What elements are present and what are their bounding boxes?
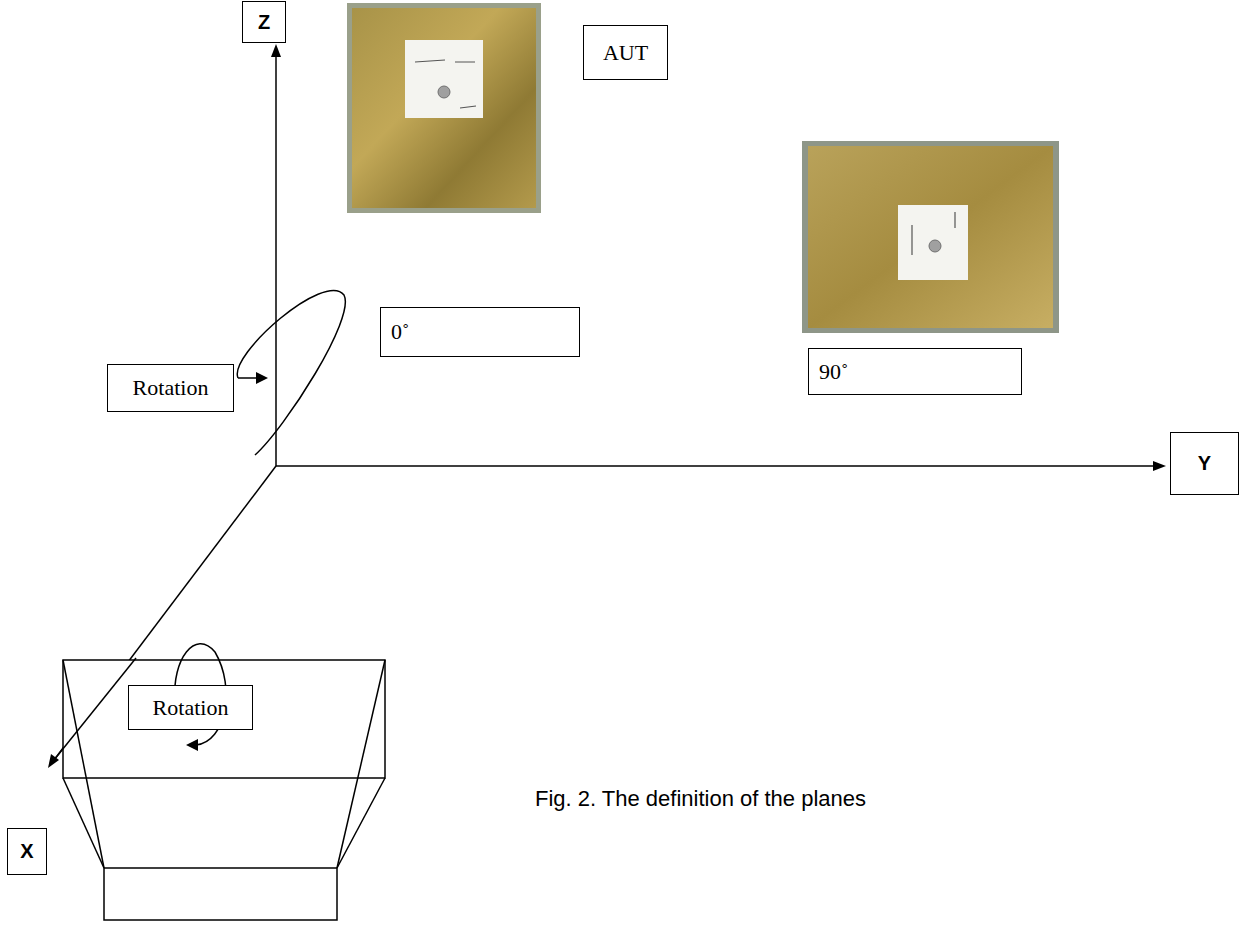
axis-label: X xyxy=(7,828,47,875)
antenna-photo xyxy=(347,3,541,213)
node-text: AUT xyxy=(603,40,648,66)
angle-label: 90˚ xyxy=(808,348,1022,395)
node-text: 90˚ xyxy=(819,359,848,385)
antenna-photo xyxy=(802,141,1059,333)
rotation-label: Rotation xyxy=(128,685,253,730)
rotation-label: Rotation xyxy=(107,364,234,412)
arrowhead xyxy=(271,44,281,57)
arrowhead xyxy=(256,372,268,384)
axes xyxy=(54,658,136,760)
axes xyxy=(54,54,1158,760)
arrowhead xyxy=(1153,461,1166,471)
node-text: 0˚ xyxy=(391,319,409,345)
rotation-loop xyxy=(238,377,258,379)
rotation-loop xyxy=(237,290,345,455)
angle-label: 0˚ xyxy=(380,307,580,357)
axis-label: Y xyxy=(1170,432,1239,495)
arrowhead xyxy=(186,739,198,751)
node-text: Rotation xyxy=(133,375,209,401)
antenna-label: AUT xyxy=(583,25,668,80)
node-text: Rotation xyxy=(153,695,229,721)
node-text: Y xyxy=(1198,452,1211,475)
figure-caption: Fig. 2. The definition of the planes xyxy=(535,786,866,812)
node-text: X xyxy=(20,840,33,863)
axis-label: Z xyxy=(242,1,286,43)
horn-antenna xyxy=(63,660,385,920)
node-text: Z xyxy=(258,11,270,34)
